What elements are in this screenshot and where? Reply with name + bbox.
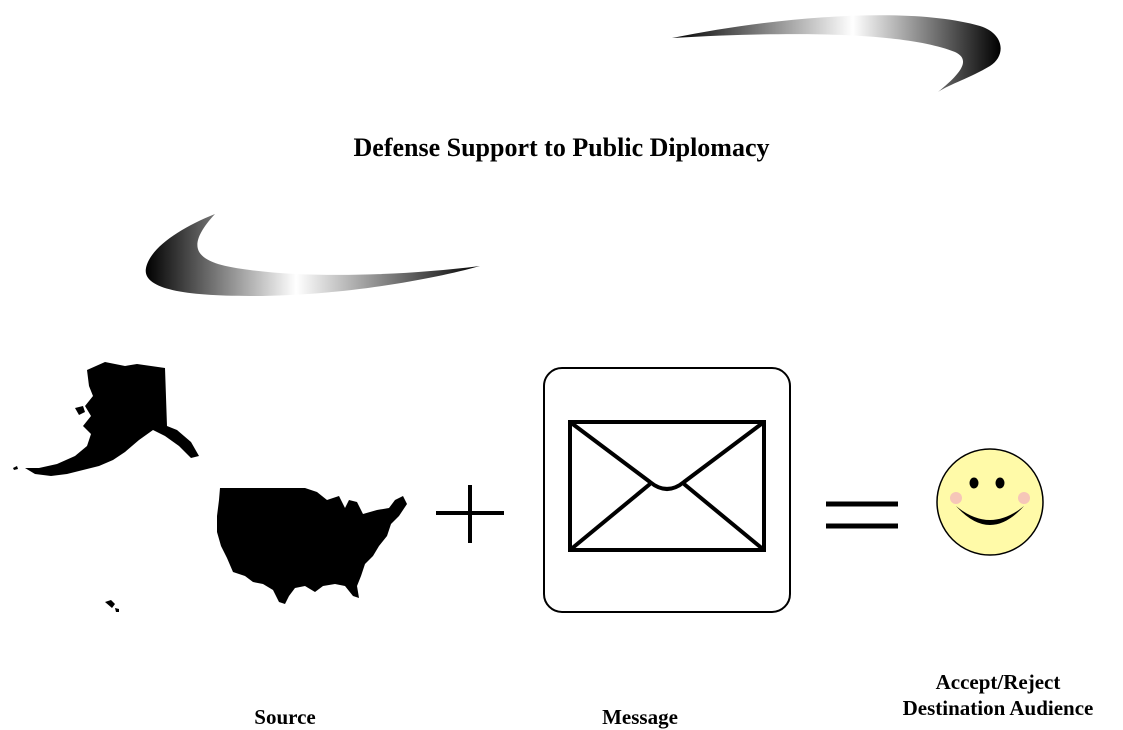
plus-icon xyxy=(436,485,504,543)
message-label: Message xyxy=(602,705,678,729)
envelope-icon xyxy=(543,367,791,613)
source-label: Source xyxy=(254,705,316,729)
smiley-face-icon xyxy=(936,448,1044,556)
accept-reject-text: Accept/Reject xyxy=(935,670,1061,694)
swoosh-arrow-top xyxy=(672,15,1001,92)
accept-reject-label: Accept/Reject Destination Audience xyxy=(878,669,1118,721)
destination-audience-text: Destination Audience xyxy=(902,696,1094,720)
equals-icon xyxy=(826,501,898,529)
us-map-icon xyxy=(13,362,407,612)
page-title: Defense Support to Public Diplomacy xyxy=(353,133,770,162)
swoosh-arrow-bottom xyxy=(145,214,480,296)
